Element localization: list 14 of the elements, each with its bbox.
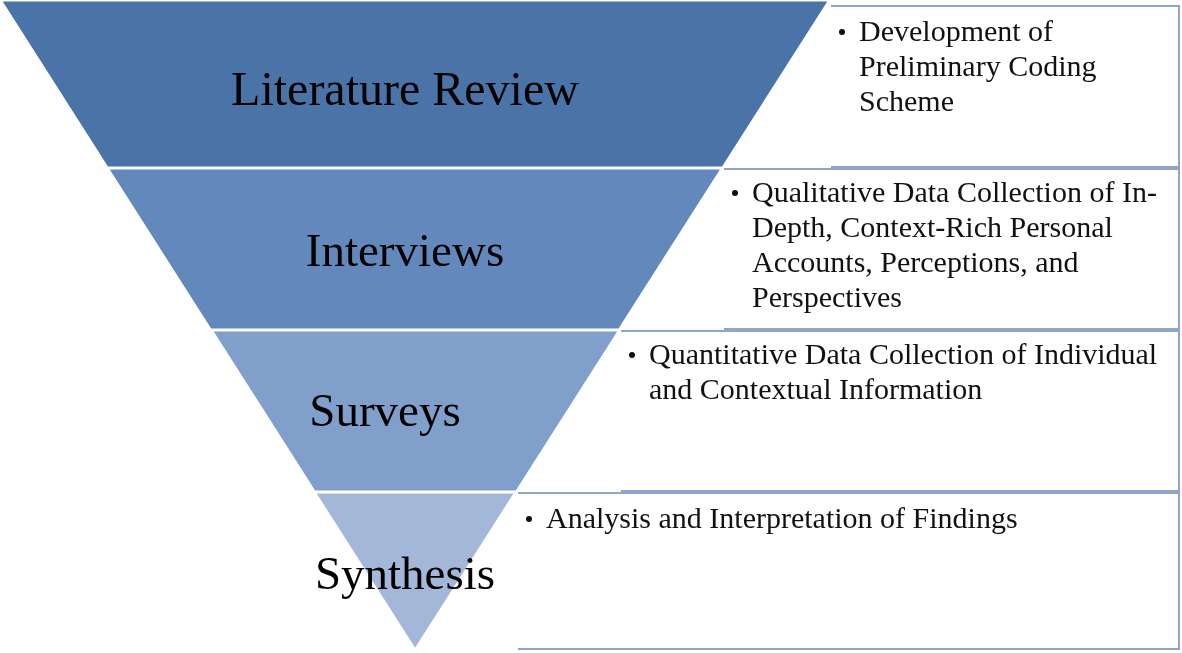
bullet-text: Qualitative Data Collection of In-Depth, Context-Rich Personal Accounts, Perceptions, and Perspectives: [752, 174, 1158, 314]
pyramid-band: [0, 0, 830, 168]
bullet-text: Development of Preliminary Coding Scheme: [859, 13, 1098, 118]
band-label: Literature Review: [231, 60, 579, 116]
pyramid-band: [107, 168, 723, 330]
text-box: [518, 492, 1180, 650]
text-box: [621, 330, 1180, 492]
bullet-text: Analysis and Interpretation of Findings: [546, 500, 1019, 535]
band-label: Interviews: [305, 223, 505, 277]
text-box: [724, 168, 1180, 330]
band-label: Synthesis: [314, 546, 496, 600]
text-box: [831, 5, 1180, 168]
band-label: Surveys: [309, 383, 461, 437]
bullet-text: Quantitative Data Collection of Individual and Contextual Information: [649, 336, 1159, 406]
